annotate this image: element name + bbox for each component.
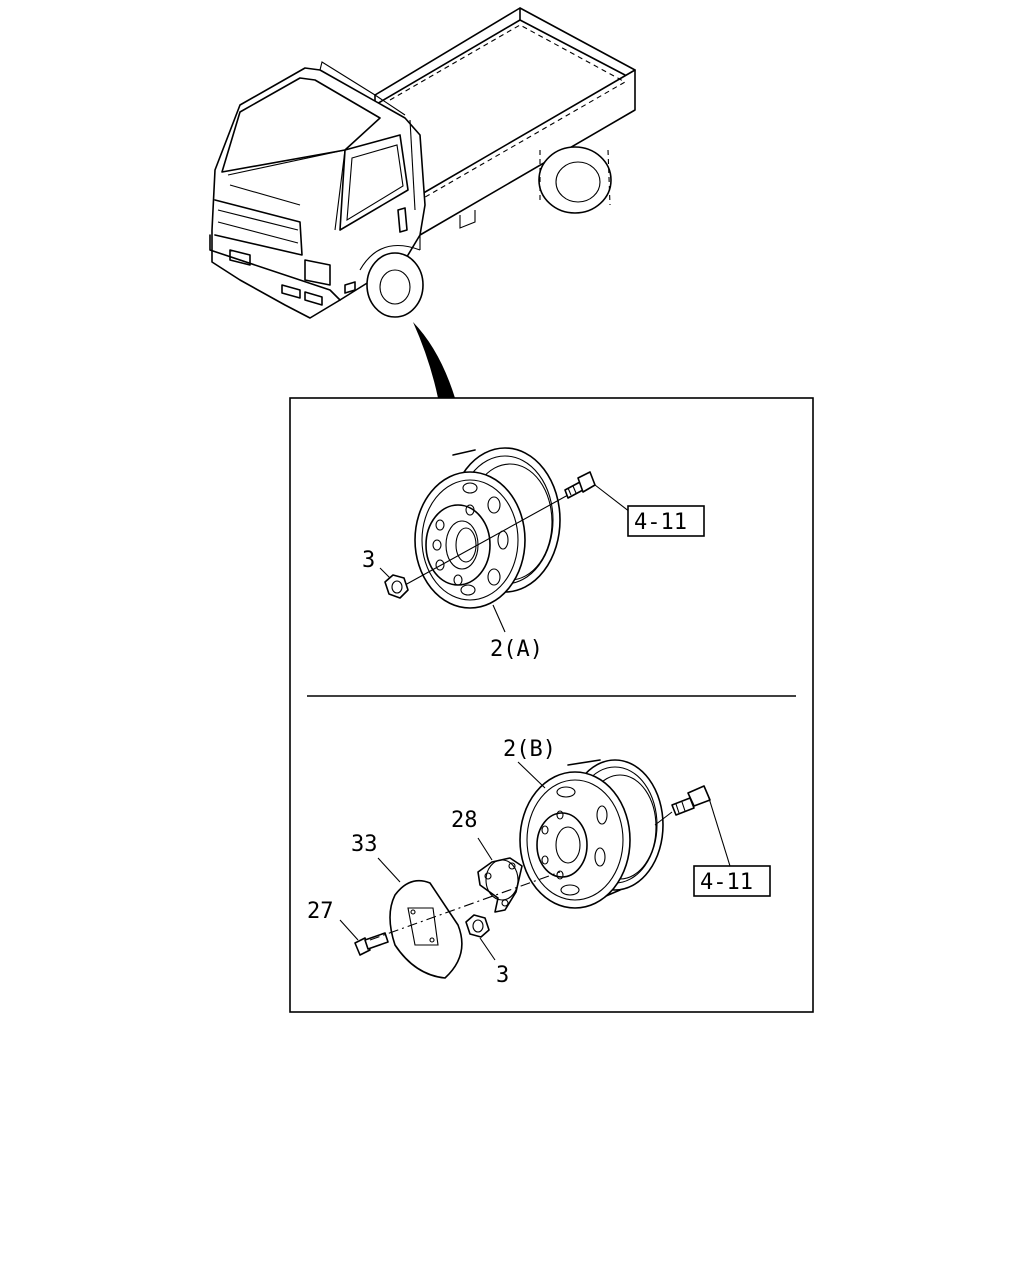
wheel-nut-bottom: [465, 914, 496, 961]
callout-bolt: 27: [307, 899, 334, 924]
wheel-disc: [377, 857, 463, 979]
hub-cap: [477, 837, 523, 913]
ref-label-bottom: 4-11: [700, 870, 753, 895]
wheel-nut-top: [379, 567, 409, 599]
ref-box-bottom: [693, 865, 771, 897]
hub-bolt-top: [564, 471, 631, 513]
pointer-arrow: [413, 322, 455, 398]
hub-bolt-bottom: [671, 785, 731, 867]
rear-wheel: [538, 146, 612, 214]
ref-box-top: [627, 505, 705, 537]
callout-top-nut: 3: [362, 548, 375, 573]
wheel-a-assembly: [404, 447, 569, 633]
truck-illustration: [209, 7, 636, 398]
callout-bottom-nut: 3: [496, 963, 509, 988]
callout-cap: 28: [451, 808, 478, 833]
callout-disc: 33: [351, 832, 378, 857]
front-wheel: [359, 245, 424, 318]
callout-top-wheel: 2(A): [490, 637, 543, 662]
wheel-bolt: [339, 919, 389, 956]
ref-label-top: 4-11: [634, 510, 687, 535]
callout-bottom-wheel: 2(B): [503, 737, 556, 762]
detail-panel: [289, 397, 814, 1013]
assembly-axis: [369, 871, 561, 941]
assembly-axis-rear: [654, 811, 673, 826]
wheel-b-assembly: [517, 759, 664, 909]
